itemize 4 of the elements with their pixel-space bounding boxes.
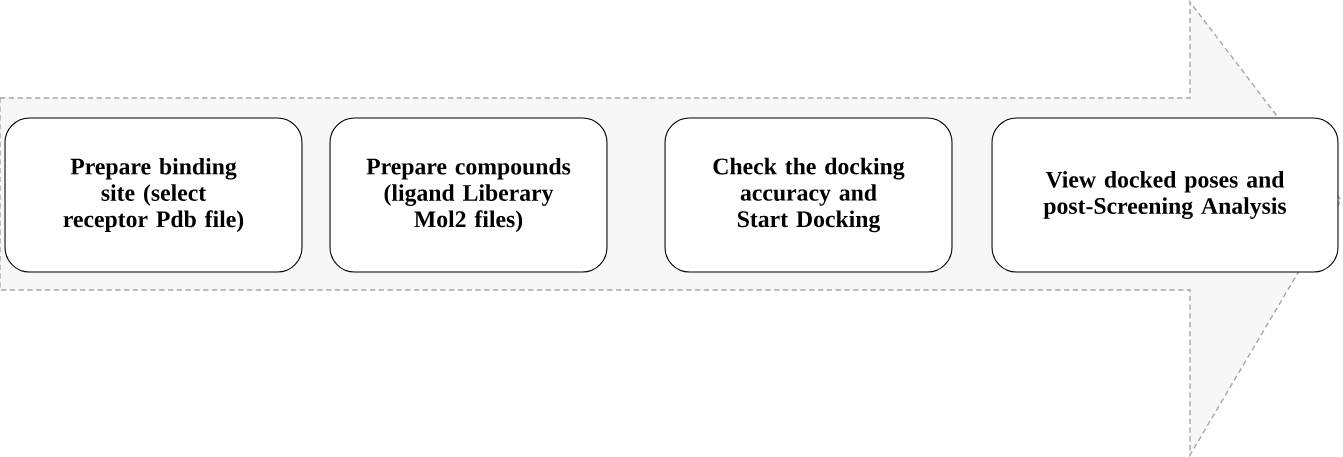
process-box: Check the docking accuracy and Start Docking (664, 117, 953, 273)
process-box: Prepare compounds (ligand Liberary Mol2 files) (329, 117, 608, 273)
process-box: View docked poses and post-Screening Analysis (991, 117, 1339, 273)
process-box: Prepare binding site (select receptor Pdb file) (4, 117, 303, 273)
